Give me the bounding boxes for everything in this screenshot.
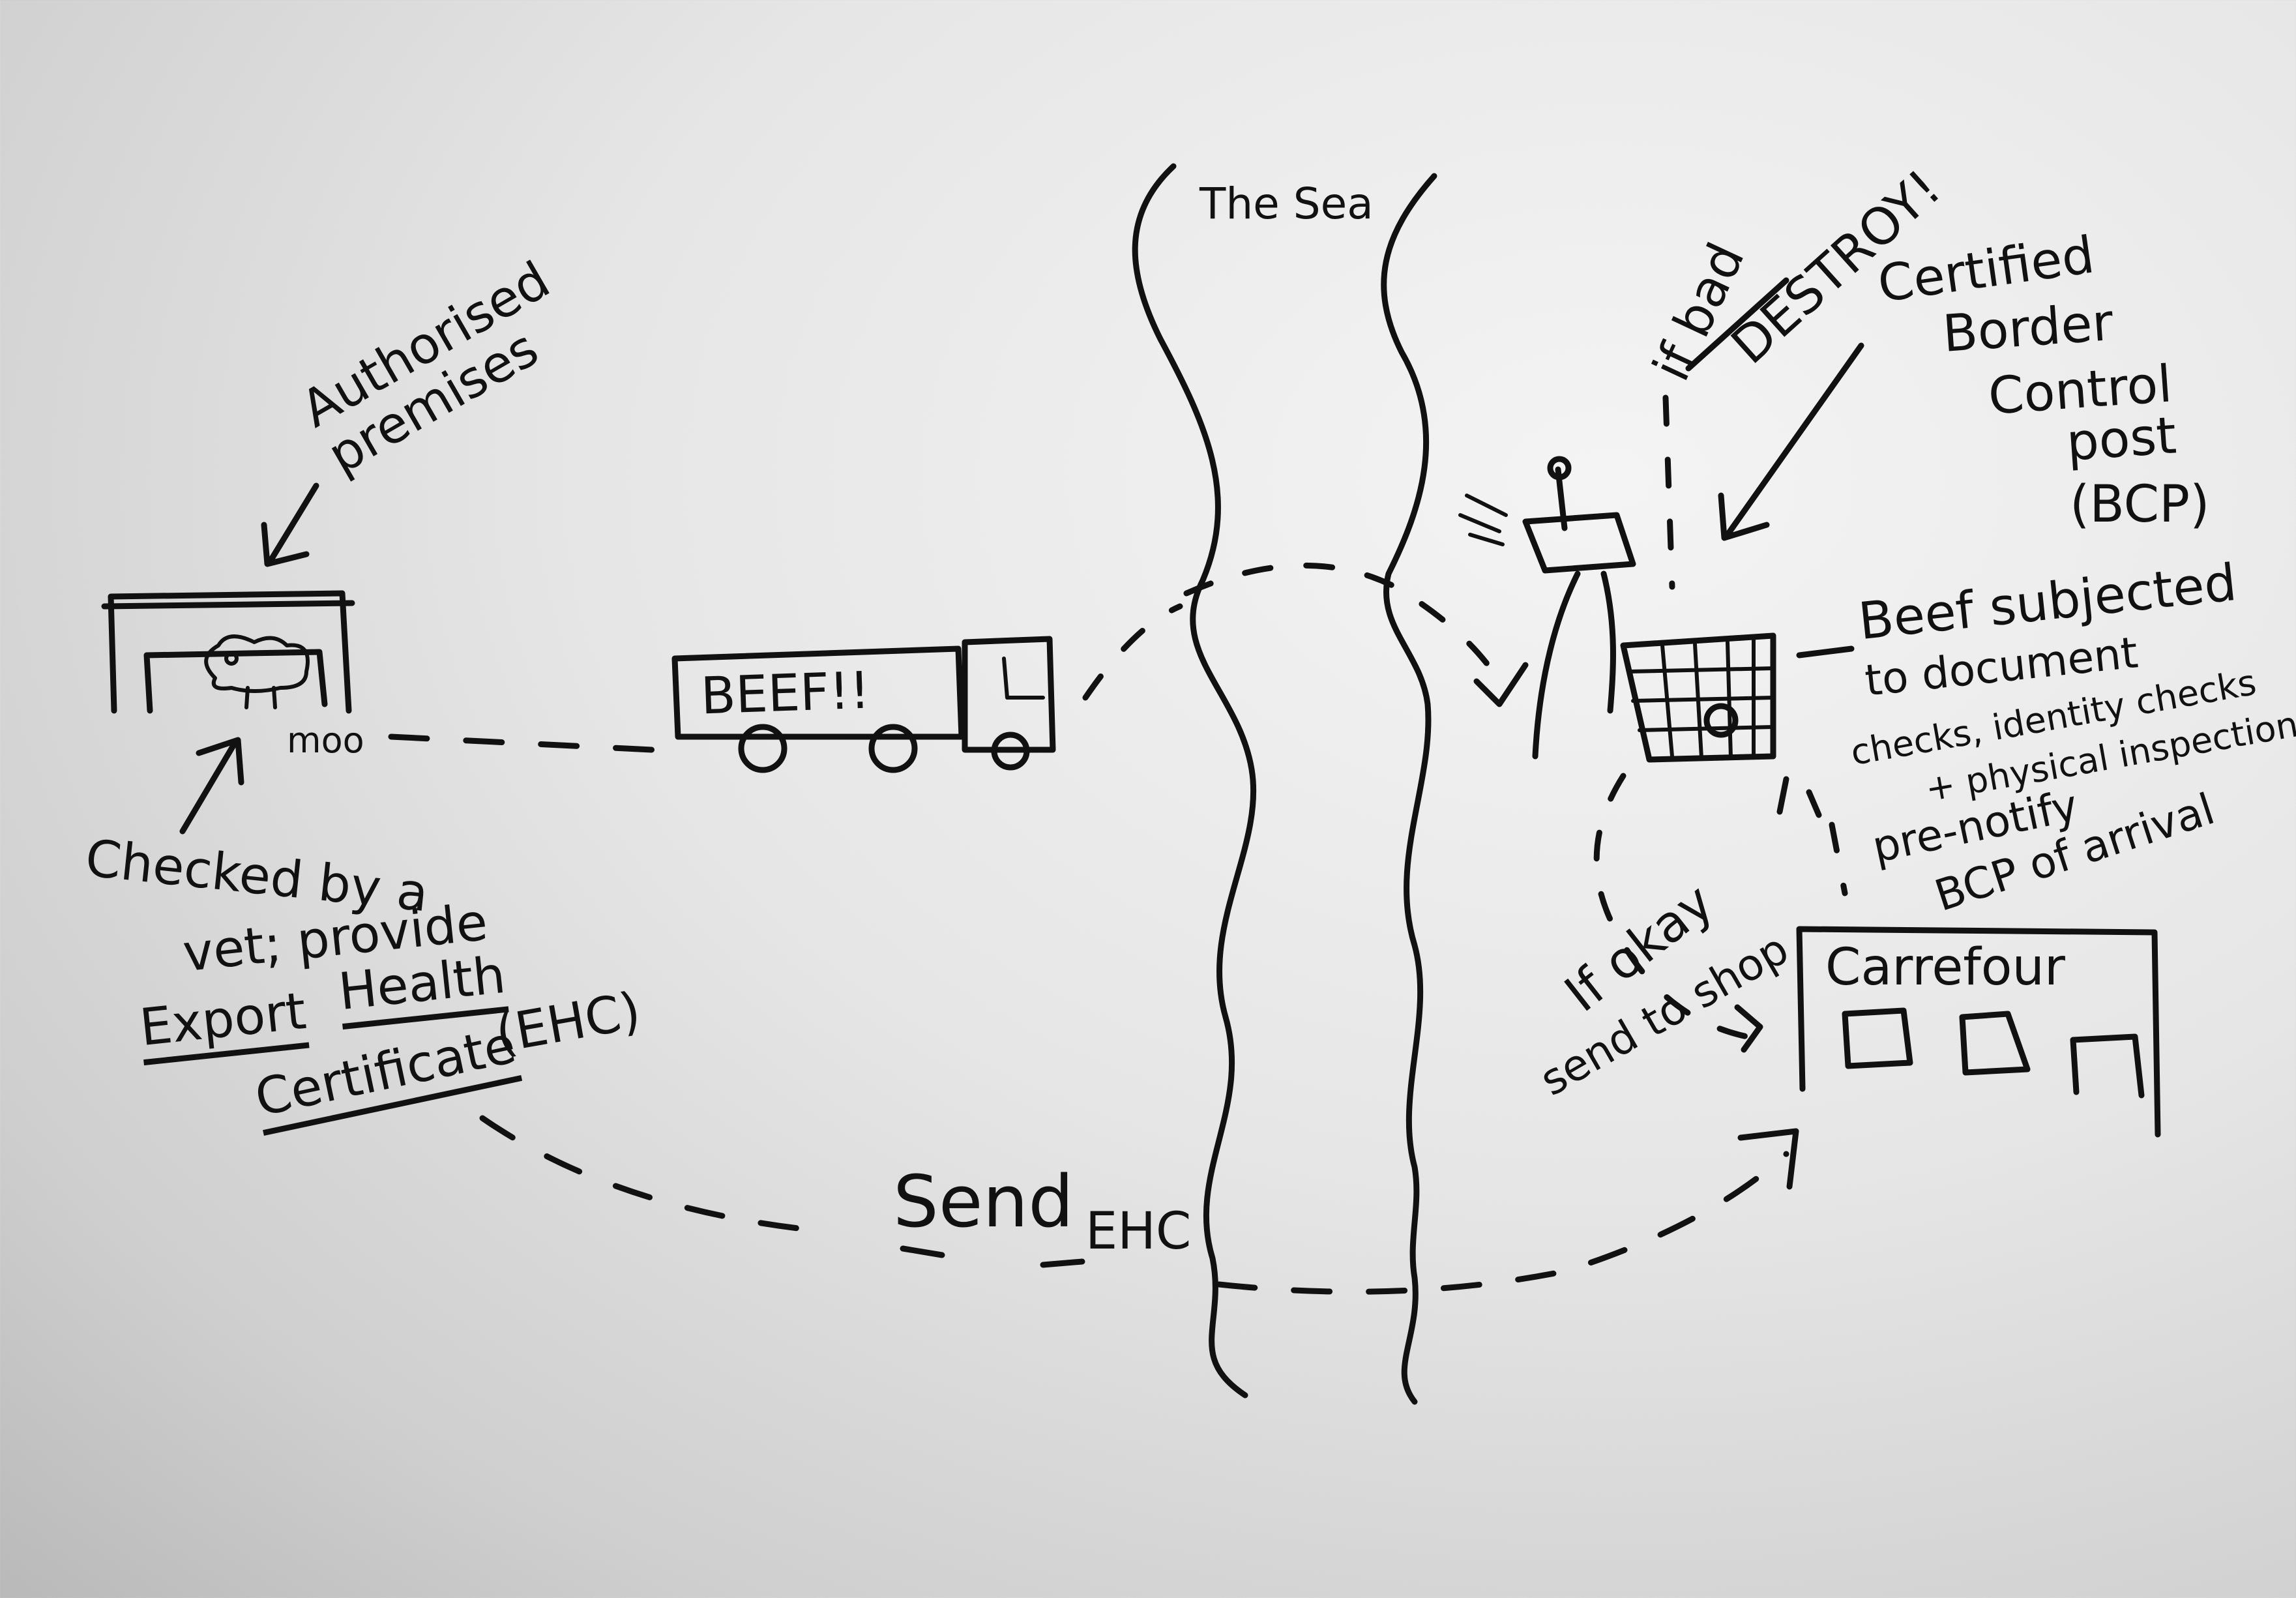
dashed-arc-ehc-right [1216,1151,1789,1295]
dashed-arc-ehc-left [479,1115,838,1235]
border-post-icon [1458,456,1636,760]
dashed-line-destroy [1662,394,1675,590]
sea-right-coast [1381,173,1437,1405]
ehc-label: EHC [1085,1202,1192,1261]
dashed-line-truck-sea [1082,603,1183,701]
arrow-to-premises-icon [261,482,319,567]
dashed-arc-sea-crossing [1183,562,1496,675]
dashed-line-cage-shop [1593,773,1750,1040]
premises-building-icon [101,590,355,714]
sea-left-coast [1132,163,1257,1398]
arrow-to-bcp-icon [1473,662,1529,707]
beef-cage-icon [1620,632,1776,763]
beef-connector [1796,645,1855,658]
cow-icon [204,634,310,709]
arrow-cbcp-icon [1718,342,1864,541]
arrow-to-shop-icon [1734,1004,1763,1053]
the-sea-label: The Sea [1200,179,1374,229]
ehc-underline [1040,1258,1085,1268]
moo-label: moo [287,720,364,761]
cbcp-line4: post [2065,406,2179,473]
send-underline [900,1245,945,1258]
destroy-underline [1685,277,1789,372]
shop-building-icon [1796,926,2161,1138]
cbcp-line5: (BCP) [2070,475,2210,534]
arrow-prenotify-icon [1776,776,1822,818]
send-label: Send [893,1160,1074,1243]
dashed-line-prenotify [1829,821,1848,896]
dashed-line-premises-truck [388,733,655,753]
arrow-vet-icon [179,737,244,835]
shop-name-label: Carrefour [1825,938,2065,997]
arrow-ehc-shop-icon [1737,1128,1799,1190]
cbcp-line2: Border [1941,293,2115,364]
truck-icon [671,636,1056,773]
truck-cargo-label: BEEF!! [699,661,871,726]
